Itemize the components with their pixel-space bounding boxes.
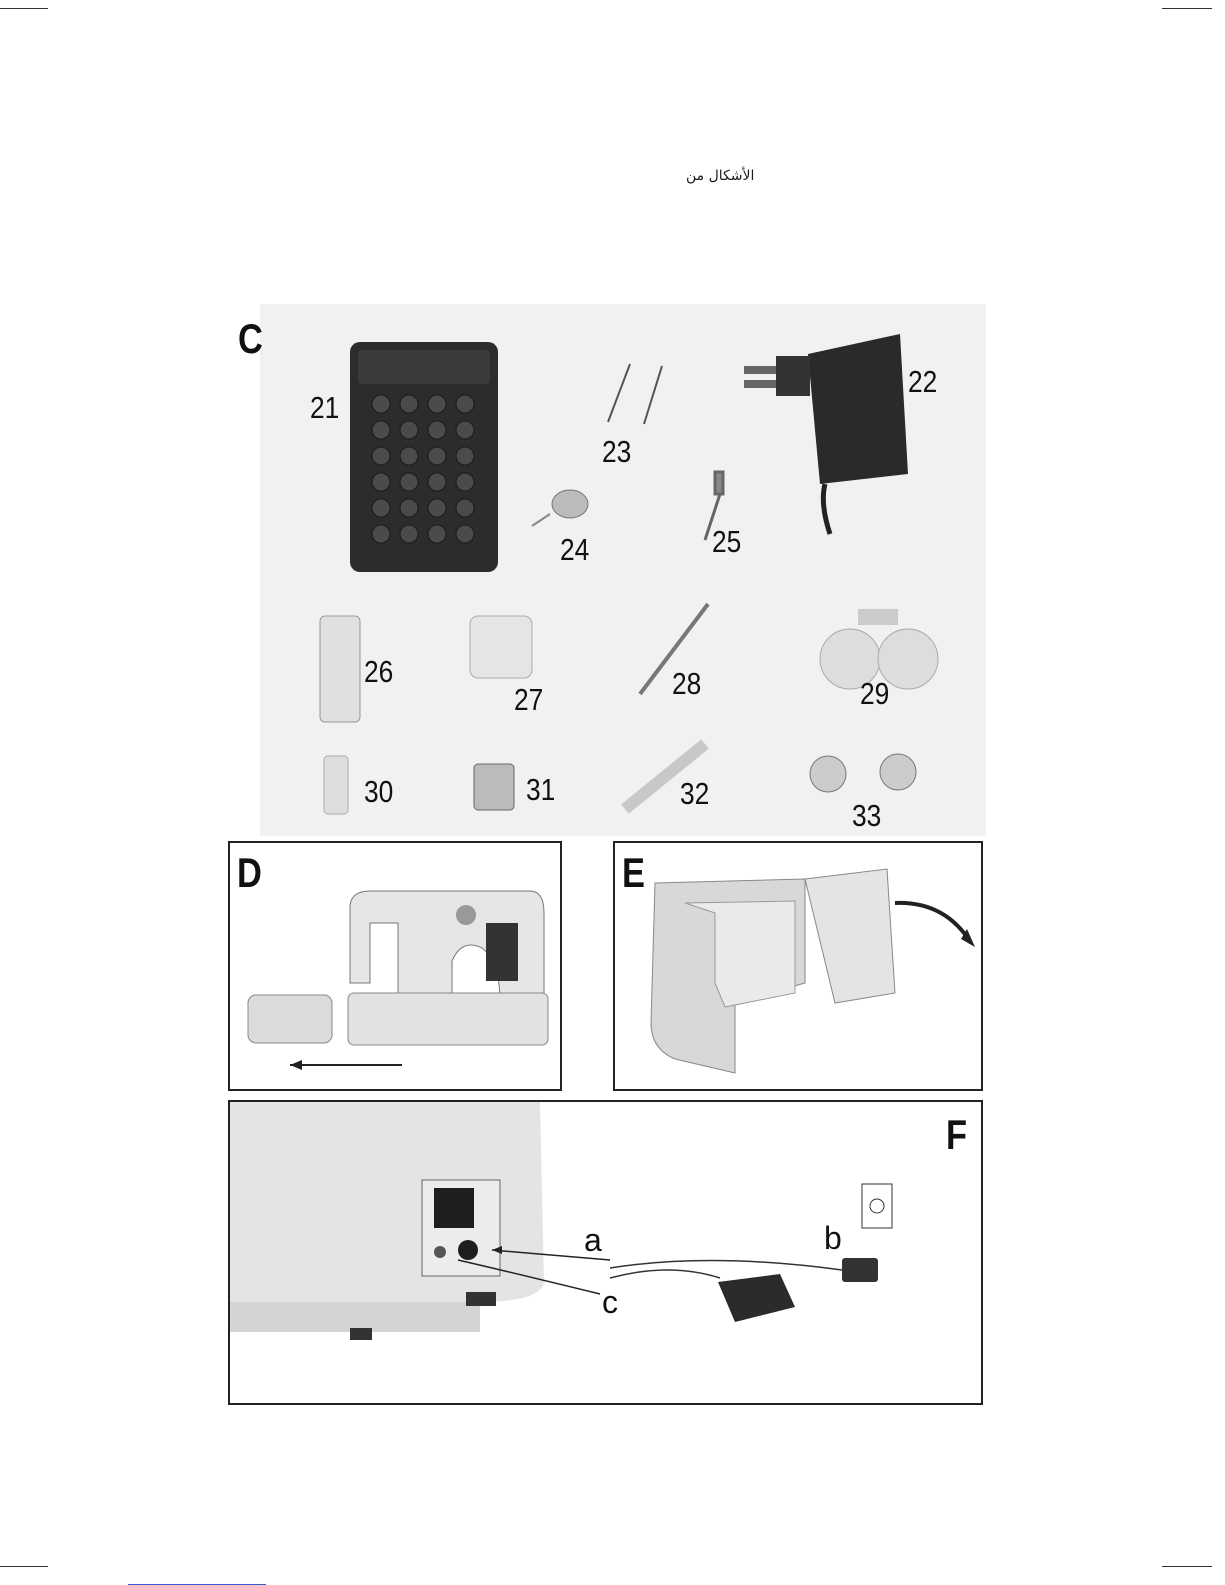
foot-pedal-image [350, 342, 498, 572]
crop-mark-bottom-right [1162, 1566, 1212, 1567]
label-a: a [584, 1224, 602, 1256]
crop-mark-top-left [0, 8, 48, 9]
panel-e [613, 841, 983, 1091]
power-adapter-image [744, 334, 908, 534]
power-connection-illustration [230, 1102, 981, 1403]
item-26-label: 26 [364, 656, 393, 687]
label-b: b [824, 1222, 842, 1254]
item-28-label: 28 [672, 668, 701, 699]
panel-d-letter: D [237, 852, 262, 894]
item-29-label: 29 [860, 678, 889, 709]
accessory-box-illustration [615, 843, 981, 1089]
item-33-label: 33 [852, 800, 881, 831]
item-22-label: 22 [908, 366, 937, 397]
plate-image [470, 616, 532, 678]
item-30-label: 30 [364, 776, 393, 807]
panel-f-letter: F [946, 1114, 967, 1156]
item-24-label: 24 [560, 534, 589, 565]
presser-foot-image [320, 616, 360, 722]
label-c: c [602, 1286, 618, 1318]
accessories-illustration [260, 304, 986, 836]
item-32-label: 32 [680, 778, 709, 809]
metal-foot-image [474, 764, 514, 810]
sewing-machine-illustration [230, 843, 560, 1089]
item-31-label: 31 [526, 774, 555, 805]
small-foot-image [324, 756, 348, 814]
item-25-label: 25 [712, 526, 741, 557]
panel-e-letter: E [622, 852, 645, 894]
item-21-label: 21 [310, 392, 339, 423]
bobbins-image [810, 754, 916, 792]
crop-mark-top-right [1162, 8, 1212, 9]
panel-d [228, 841, 562, 1091]
needles-image [608, 364, 662, 424]
panel-f [228, 1100, 983, 1405]
item-23-label: 23 [602, 436, 631, 467]
item-27-label: 27 [514, 684, 543, 715]
panel-c-accessories [260, 304, 986, 836]
threader-image [532, 490, 588, 526]
crop-mark-bottom-left [0, 1566, 48, 1567]
header-arabic-text: الأشكال من [686, 168, 754, 184]
panel-c-letter: C [238, 318, 263, 360]
